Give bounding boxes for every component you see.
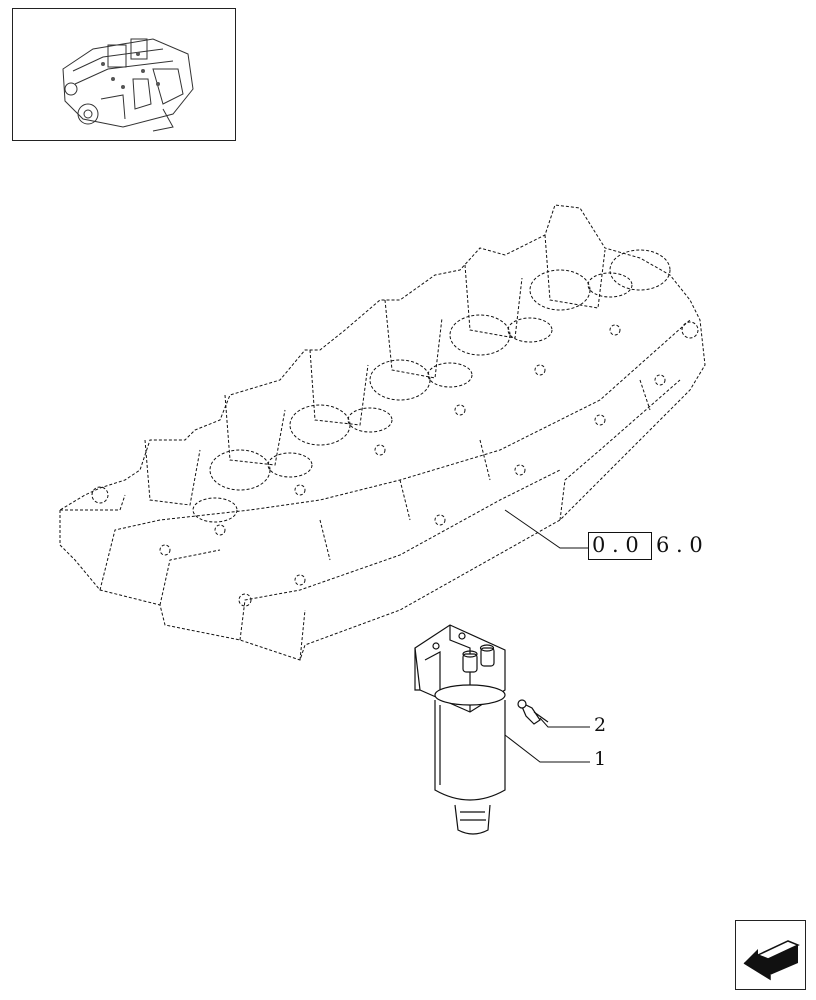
previous-page-button[interactable]	[735, 920, 806, 990]
reference-boxed-text: 0 . 0	[592, 533, 639, 557]
reference-rest-text: 6 . 0	[656, 533, 703, 557]
reference-box	[588, 532, 652, 560]
arrow-left-icon	[743, 940, 800, 981]
callout-2: 2	[594, 714, 607, 736]
engine-thumbnail	[12, 8, 236, 141]
cylinder-head-outline	[59, 204, 706, 661]
engine-thumbnail-icon	[62, 38, 194, 132]
callout-leader-2	[539, 717, 590, 728]
reference-leader	[504, 509, 588, 549]
callout-leader-1	[504, 734, 590, 763]
fuel-filter-assembly	[414, 624, 549, 835]
callout-1: 1	[594, 748, 607, 770]
